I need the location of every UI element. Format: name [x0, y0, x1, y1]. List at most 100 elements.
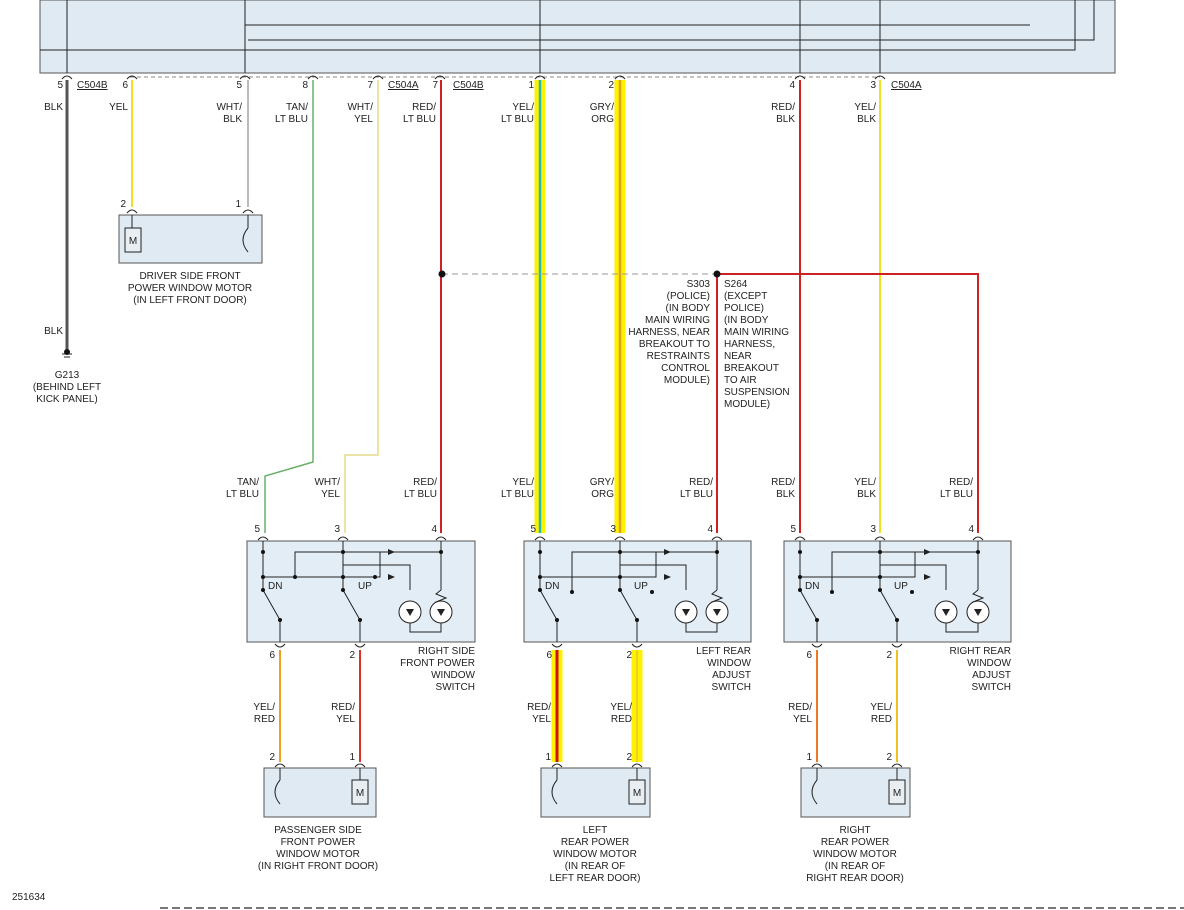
svg-text:ORG: ORG — [591, 114, 614, 125]
svg-text:LT BLU: LT BLU — [940, 489, 973, 500]
svg-text:S264: S264 — [724, 279, 748, 290]
svg-text:RIGHT REAR: RIGHT REAR — [950, 646, 1012, 657]
svg-text:NEAR: NEAR — [724, 351, 752, 362]
svg-text:RED: RED — [871, 714, 892, 725]
svg-text:BLK: BLK — [776, 489, 795, 500]
svg-text:WHT/: WHT/ — [314, 477, 340, 488]
svg-text:ADJUST: ADJUST — [972, 670, 1011, 681]
svg-text:YEL: YEL — [109, 102, 128, 113]
svg-text:G213: G213 — [55, 370, 80, 381]
top-wire-labels: BLK YEL WHT/ BLK TAN/ LT BLU WHT/ YEL RE… — [44, 102, 876, 125]
up-label: UP — [894, 581, 908, 592]
svg-text:(IN REAR OF: (IN REAR OF — [825, 861, 886, 872]
svg-text:DRIVER SIDE FRONT: DRIVER SIDE FRONT — [139, 271, 240, 282]
svg-text:WHT/: WHT/ — [216, 102, 242, 113]
motor-symbol: M — [356, 788, 364, 799]
driver-side-front-motor: 2 1 M DRIVER SIDE FRONT POWER WINDOW MOT… — [118, 199, 263, 306]
svg-text:2: 2 — [886, 650, 892, 661]
svg-text:1: 1 — [349, 752, 355, 763]
svg-text:YEL: YEL — [532, 714, 551, 725]
svg-text:(IN LEFT FRONT DOOR): (IN LEFT FRONT DOOR) — [133, 295, 247, 306]
svg-text:CONTROL: CONTROL — [661, 363, 710, 374]
pin-number: 8 — [302, 80, 308, 91]
splice-dot-s303 — [438, 270, 446, 278]
svg-text:RED/: RED/ — [949, 477, 973, 488]
svg-text:KICK PANEL): KICK PANEL) — [36, 394, 98, 405]
svg-text:S303: S303 — [687, 279, 711, 290]
svg-text:WINDOW MOTOR: WINDOW MOTOR — [813, 849, 897, 860]
svg-text:MAIN WIRING: MAIN WIRING — [724, 327, 789, 338]
svg-text:POLICE): POLICE) — [724, 303, 764, 314]
svg-text:TO AIR: TO AIR — [724, 375, 757, 386]
diagram-id: 251634 — [12, 892, 46, 903]
svg-text:WHT/: WHT/ — [347, 102, 373, 113]
motor-left-rear: 1 2 M LEFT REAR POWER WINDOW MOTOR (IN R… — [540, 752, 651, 884]
svg-text:RED/: RED/ — [771, 477, 795, 488]
svg-text:1: 1 — [545, 752, 551, 763]
svg-text:LEFT REAR: LEFT REAR — [696, 646, 751, 657]
svg-text:LEFT REAR DOOR): LEFT REAR DOOR) — [550, 873, 641, 884]
svg-text:LT BLU: LT BLU — [275, 114, 308, 125]
svg-text:3: 3 — [334, 524, 340, 535]
svg-text:BLK: BLK — [857, 114, 876, 125]
svg-text:5: 5 — [254, 524, 260, 535]
svg-text:RED/: RED/ — [771, 102, 795, 113]
wire-wht-yel — [344, 80, 379, 533]
svg-text:SWITCH: SWITCH — [436, 682, 475, 693]
connector-name: C504A — [891, 80, 922, 91]
svg-text:YEL/: YEL/ — [512, 102, 534, 113]
svg-text:3: 3 — [610, 524, 616, 535]
pin-number: 7 — [367, 80, 373, 91]
switch-right-side-front: 5 3 4 DN UP 6 2 RIGHT SIDE FRONT POWER — [246, 524, 476, 693]
pin-number: 7 — [432, 80, 438, 91]
svg-text:REAR POWER: REAR POWER — [561, 837, 629, 848]
svg-text:TAN/: TAN/ — [286, 102, 308, 113]
svg-text:(POLICE): (POLICE) — [667, 291, 710, 302]
svg-text:LT BLU: LT BLU — [680, 489, 713, 500]
svg-text:RESTRAINTS: RESTRAINTS — [647, 351, 711, 362]
svg-text:6: 6 — [806, 650, 812, 661]
pin-number: 4 — [789, 80, 795, 91]
svg-text:4: 4 — [707, 524, 713, 535]
svg-text:RED/: RED/ — [788, 702, 812, 713]
svg-text:WINDOW MOTOR: WINDOW MOTOR — [276, 849, 360, 860]
svg-text:(IN BODY: (IN BODY — [724, 315, 769, 326]
connector-name: C504B — [453, 80, 484, 91]
svg-text:WINDOW: WINDOW — [967, 658, 1011, 669]
svg-text:HARNESS,: HARNESS, — [724, 339, 775, 350]
pin-number: 5 — [57, 80, 63, 91]
motor-passenger-front: 2 1 M PASSENGER SIDE FRONT POWER WINDOW … — [258, 752, 378, 872]
svg-text:LT BLU: LT BLU — [501, 489, 534, 500]
switch-right-rear: 5 3 4 DN UP 6 2 RIGHT REAR WINDOW ADJU — [783, 524, 1012, 693]
svg-text:LT BLU: LT BLU — [403, 114, 436, 125]
svg-text:6: 6 — [546, 650, 552, 661]
svg-text:LT BLU: LT BLU — [404, 489, 437, 500]
connector-arcs — [61, 75, 886, 80]
svg-text:BLK: BLK — [44, 326, 63, 337]
svg-text:RED/: RED/ — [331, 702, 355, 713]
motor-right-rear: 1 2 M RIGHT REAR POWER WINDOW MOTOR (IN … — [800, 752, 911, 884]
mid-wire-labels: TAN/ LT BLU WHT/ YEL RED/ LT BLU YEL/ LT… — [226, 477, 973, 500]
svg-text:RED: RED — [611, 714, 632, 725]
svg-text:BREAKOUT TO: BREAKOUT TO — [639, 339, 710, 350]
splice-s264-label: S264 (EXCEPT POLICE) (IN BODY MAIN WIRIN… — [724, 279, 790, 410]
motor-symbol: M — [893, 788, 901, 799]
svg-text:(IN BODY: (IN BODY — [666, 303, 711, 314]
svg-text:YEL/: YEL/ — [870, 702, 892, 713]
svg-text:YEL/: YEL/ — [854, 477, 876, 488]
splice-s303-label: S303 (POLICE) (IN BODY MAIN WIRING HARNE… — [628, 279, 710, 386]
svg-text:4: 4 — [431, 524, 437, 535]
svg-text:YEL: YEL — [354, 114, 373, 125]
svg-text:WINDOW: WINDOW — [431, 670, 475, 681]
svg-text:BLK: BLK — [776, 114, 795, 125]
svg-text:MAIN WIRING: MAIN WIRING — [645, 315, 710, 326]
pin-number: 6 — [122, 80, 128, 91]
svg-text:FRONT POWER: FRONT POWER — [400, 658, 475, 669]
svg-text:RED: RED — [254, 714, 275, 725]
svg-text:YEL: YEL — [793, 714, 812, 725]
svg-text:2: 2 — [269, 752, 275, 763]
dn-label: DN — [268, 581, 282, 592]
svg-text:(BEHIND LEFT: (BEHIND LEFT — [33, 382, 101, 393]
svg-text:(IN RIGHT FRONT DOOR): (IN RIGHT FRONT DOOR) — [258, 861, 378, 872]
